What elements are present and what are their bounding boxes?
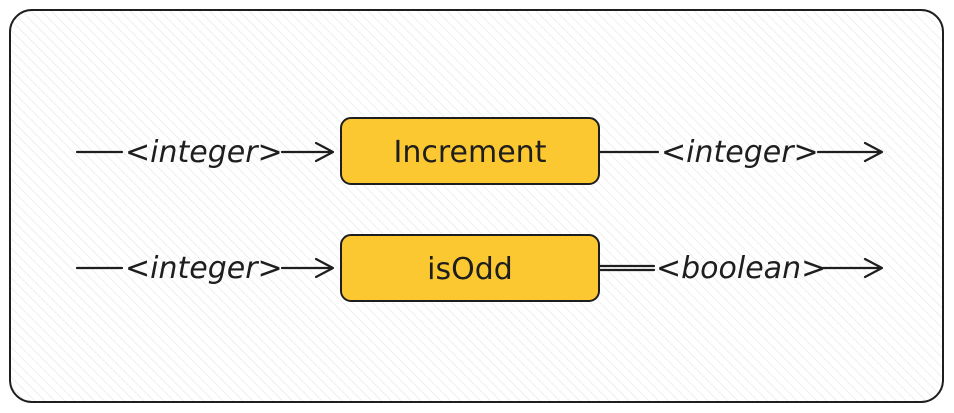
container-frame [9, 9, 944, 403]
input-arrow-increment [280, 141, 335, 163]
output-arrow-increment [816, 141, 884, 163]
increment-box-label: Increment [394, 135, 547, 170]
output-arrow-isodd [821, 257, 884, 279]
output-label-isodd: <boolean> [656, 251, 826, 286]
input-label-isodd: <integer> [125, 251, 283, 286]
row-isodd: <integer> isOdd <boolean> [75, 234, 884, 302]
isodd-box [340, 234, 600, 302]
input-arrow-isodd [280, 257, 335, 279]
output-label-increment: <integer> [661, 135, 819, 170]
increment-box [340, 117, 600, 185]
input-label-increment: <integer> [125, 135, 283, 170]
output-line-isodd [598, 264, 656, 272]
row-increment: <integer> Increment <integer> [75, 117, 884, 185]
isodd-box-label: isOdd [427, 252, 513, 287]
